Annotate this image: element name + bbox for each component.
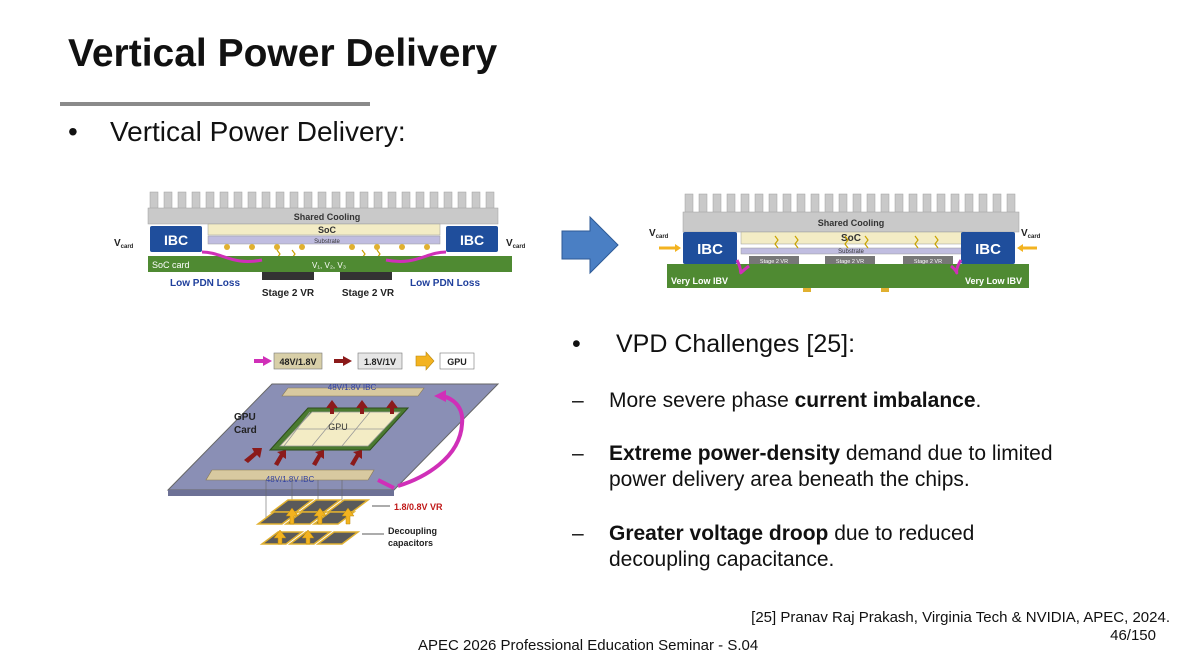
rails-label: V₁, V₂, V₃ — [312, 261, 346, 270]
legend-1v8-1v: 1.8V/1V — [364, 357, 396, 367]
title-underline — [60, 102, 370, 106]
footer-text: APEC 2026 Professional Education Seminar… — [418, 637, 759, 654]
gpu-card-diagram: 48V/1.8V 1.8V/1V GPU GPU Card 48V/1.8V I… — [162, 348, 502, 553]
shared-cooling-label-2: Shared Cooling — [818, 218, 885, 228]
soc-card-label: SoC card — [152, 260, 190, 270]
item-text-end: due to reduced decoupling capacitance. — [609, 522, 975, 571]
low-pdn-loss-right: Low PDN Loss — [410, 278, 480, 289]
vr-label-b: Stage 2 VR — [836, 259, 864, 265]
lateral-pd-diagram: Shared Cooling SoC Substrate SoC card V₁… — [112, 188, 532, 303]
low-pdn-loss-left: Low PDN Loss — [170, 278, 240, 289]
item-text-end: . — [975, 389, 982, 412]
gpu-card-label-2: Card — [234, 425, 257, 436]
ibc-left-label: IBC — [164, 232, 188, 248]
legend-48v-1v8: 48V/1.8V — [279, 357, 316, 367]
challenges-bullet: • VPD Challenges [25]: — [572, 330, 855, 359]
page-number: 46/150 — [1110, 627, 1156, 644]
bullet-symbol: • — [68, 116, 78, 147]
slide-title: Vertical Power Delivery — [68, 32, 498, 75]
item-dash: – — [572, 442, 584, 465]
stage2-vr-left-label: Stage 2 VR — [262, 288, 315, 299]
challenges-bullet-symbol: • — [572, 330, 581, 358]
decoupling-label: Decoupling — [388, 526, 437, 536]
vr-array-label: 1.8/0.8V VR — [394, 502, 443, 512]
vcard-left-label: Vcard — [114, 238, 134, 250]
very-low-ibv-left: Very Low IBV — [671, 276, 728, 286]
vcard-left-label-2: Vcard — [649, 228, 669, 240]
transition-arrow-icon — [560, 215, 620, 275]
vr-label-a: Stage 2 VR — [760, 259, 788, 265]
vr-label-c: Stage 2 VR — [914, 259, 942, 265]
vcard-right-label: Vcard — [506, 238, 526, 250]
ibc-right-label-2: IBC — [975, 241, 1001, 258]
item-text-end: demand due to limited power delivery are… — [609, 442, 1053, 491]
ibc-right-label: IBC — [460, 232, 484, 248]
legend-gpu: GPU — [447, 357, 467, 367]
vcard-right-label-2: Vcard — [1021, 228, 1041, 240]
item-dash: – — [572, 522, 584, 545]
shared-cooling-label: Shared Cooling — [294, 212, 361, 222]
item-bold-text: Greater voltage droop — [609, 522, 829, 545]
reference-citation: [25] Pranav Raj Prakash, Virginia Tech &… — [751, 609, 1170, 626]
gpu-label: GPU — [328, 422, 348, 432]
item-bold-text: current imbalance — [794, 389, 976, 412]
main-bullet-text: Vertical Power Delivery: — [110, 116, 406, 147]
decoupling-label-2: capacitors — [388, 538, 433, 548]
vertical-pd-diagram: Shared Cooling SoC Substrate Stage 2 VR … — [645, 192, 1055, 292]
ibc-left-label-2: IBC — [697, 241, 723, 258]
item-dash: – — [572, 389, 584, 412]
soc-label: SoC — [318, 225, 337, 235]
gpu-card-label: GPU — [234, 412, 256, 423]
soc-label-2: SoC — [841, 233, 861, 244]
very-low-ibv-right: Very Low IBV — [965, 276, 1022, 286]
item-bold-text: Extreme power-density — [609, 442, 841, 465]
challenges-heading: VPD Challenges [25]: — [616, 330, 856, 358]
main-bullet: • Vertical Power Delivery: — [68, 116, 406, 148]
ibc-bottom-label: 48V/1.8V IBC — [266, 475, 315, 484]
substrate-label: Substrate — [314, 239, 340, 245]
item-text: More severe phase — [609, 389, 795, 412]
ibc-top-label: 48V/1.8V IBC — [328, 383, 377, 392]
substrate-label-2: Substrate — [838, 249, 864, 255]
stage2-vr-right-label: Stage 2 VR — [342, 288, 395, 299]
